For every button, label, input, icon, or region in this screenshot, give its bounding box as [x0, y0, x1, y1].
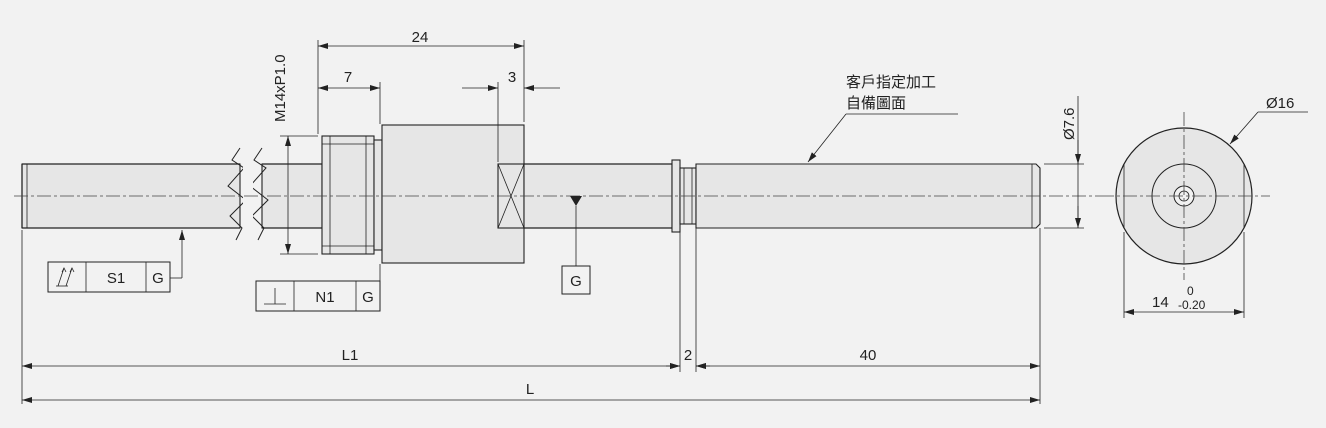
dim-14: [1123, 232, 1245, 318]
dim-dia76-label: Ø7.6: [1061, 107, 1078, 140]
dim-3-label: 3: [508, 69, 516, 86]
dim-7: [318, 82, 381, 124]
datum-g-label: G: [570, 273, 582, 290]
dim-L1-label: L1: [342, 347, 359, 364]
dim-dia16-label: Ø16: [1266, 95, 1294, 112]
note-line1: 客戶指定加工: [846, 74, 936, 91]
frame-s1-datum: G: [152, 270, 164, 287]
dim-dia16: [1229, 111, 1308, 145]
dim-L-label: L: [526, 381, 534, 398]
note-leader: [807, 113, 958, 163]
dim-14-label: 14: [1152, 294, 1169, 311]
frame-s1: [47, 230, 185, 293]
break-lines: [227, 147, 269, 241]
dim-2-label: 2: [684, 347, 692, 364]
note-line2: 自備圖面: [846, 95, 906, 112]
runout-icon: [56, 267, 75, 287]
dim-thread-label: M14xP1.0: [272, 54, 289, 122]
frame-n1: [255, 264, 381, 312]
dim-14-tol-upper: 0: [1187, 284, 1194, 298]
dim-14-tol-lower: -0.20: [1178, 298, 1206, 312]
end-view: [1100, 112, 1270, 280]
datum-g: [561, 196, 591, 295]
perpendicularity-icon: [264, 288, 286, 305]
dim-24-label: 24: [412, 29, 429, 46]
dim-3: [462, 82, 560, 162]
dim-bottom: [21, 224, 1041, 404]
dim-dia76: [1044, 96, 1084, 229]
shaft-body: [21, 124, 1041, 264]
frame-s1-value: S1: [107, 270, 125, 287]
dim-40-label: 40: [860, 347, 877, 364]
dim-7-label: 7: [344, 69, 352, 86]
dim-24: [317, 40, 525, 134]
dim-thread: [280, 135, 318, 255]
frame-n1-value: N1: [315, 289, 334, 306]
frame-n1-datum: G: [362, 289, 374, 306]
